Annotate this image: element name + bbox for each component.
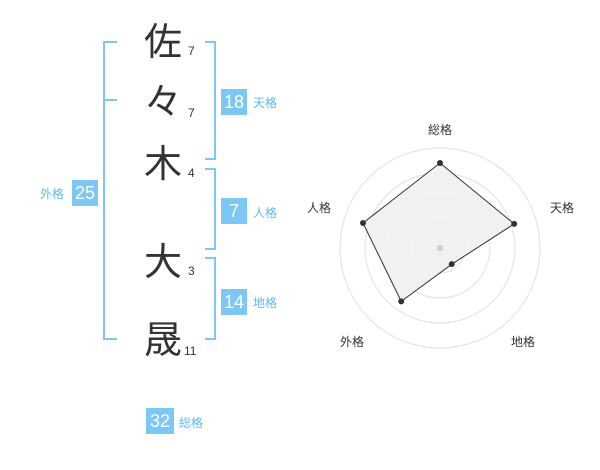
radar-chart: [339, 147, 541, 349]
name-char-5: 晟: [143, 318, 182, 362]
radar-point-1: [437, 160, 443, 166]
radar-axis-label-gaikaku: 外格: [340, 335, 365, 349]
stroke-count-1: 7: [188, 44, 195, 58]
gaikaku-label: 外格: [40, 187, 65, 201]
stroke-count-5: 11: [184, 344, 197, 358]
chikaku-value: 14: [221, 289, 247, 315]
stroke-count-3: 4: [188, 166, 195, 180]
tenkaku-value: 18: [221, 89, 247, 115]
name-char-2: 々: [143, 80, 182, 124]
radar-point-4: [398, 298, 405, 305]
radar-point-2: [511, 220, 518, 227]
soukaku-label: 総格: [179, 416, 204, 430]
name-char-1: 佐: [143, 20, 182, 64]
radar-axis-label-tenkaku: 天格: [550, 201, 575, 215]
gaikaku-bracket: [103, 41, 117, 340]
name-char-4: 大: [143, 240, 182, 284]
jinkaku-value: 7: [221, 198, 247, 224]
chikaku-bracket: [205, 257, 216, 340]
radar-axis-label-chikaku: 地格: [511, 335, 536, 349]
soukaku-value: 32: [146, 408, 174, 434]
name-char-3: 木: [143, 142, 182, 186]
radar-points: [359, 160, 518, 305]
jinkaku-label: 人格: [253, 206, 278, 220]
stroke-count-4: 3: [188, 264, 195, 278]
radar-axis-label-jinkaku: 人格: [307, 201, 332, 215]
radar-center-dot: [437, 245, 443, 251]
stroke-count-2: 7: [188, 106, 195, 120]
radar-series-polygon: [362, 162, 516, 303]
jinkaku-bracket: [205, 168, 216, 250]
tenkaku-bracket: [205, 41, 216, 160]
tenkaku-label: 天格: [253, 96, 278, 110]
gaikaku-value: 25: [72, 180, 98, 206]
radar-ring: [339, 147, 541, 349]
chikaku-label: 地格: [253, 296, 278, 310]
radar-axis-label-soukaku: 総格: [428, 123, 453, 137]
radar-point-5: [359, 219, 366, 226]
radar-point-3: [448, 261, 455, 268]
